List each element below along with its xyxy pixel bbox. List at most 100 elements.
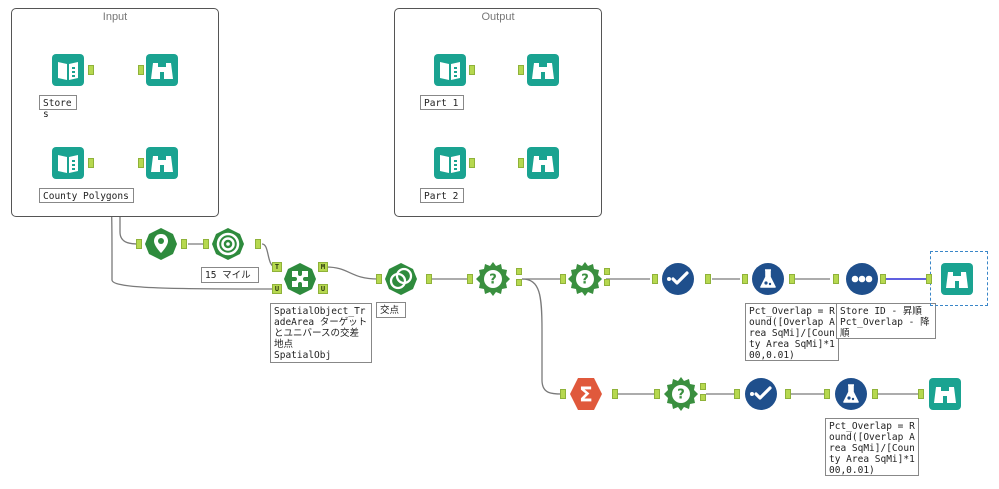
output-anchor[interactable]	[469, 65, 475, 75]
input-anchor[interactable]	[824, 389, 830, 399]
binoculars-icon	[941, 263, 973, 295]
input-container-title: Input	[102, 11, 128, 23]
target-anchor[interactable]: T	[272, 262, 282, 272]
browse-tool-stores[interactable]	[145, 53, 179, 87]
input-anchor[interactable]	[734, 389, 740, 399]
input-anchor[interactable]	[833, 274, 839, 284]
select-tool-1[interactable]	[661, 262, 695, 296]
output-anchor[interactable]	[785, 389, 791, 399]
output-anchor[interactable]	[255, 239, 261, 249]
input-tool-county-polygons[interactable]	[51, 146, 85, 180]
matched-anchor[interactable]: M	[318, 262, 328, 272]
annotation-county-polygons: County Polygons	[39, 188, 134, 203]
input-anchor[interactable]	[654, 389, 660, 399]
output-anchor[interactable]	[705, 274, 711, 284]
select-tool-2[interactable]	[744, 377, 778, 411]
annotation-part1: Part 1	[420, 95, 464, 110]
binoculars-icon	[146, 147, 178, 179]
input-anchor[interactable]	[518, 65, 524, 75]
annotation-intersect: 交点	[376, 302, 406, 318]
input-anchor[interactable]	[652, 274, 658, 284]
universe-anchor[interactable]: U	[272, 284, 282, 294]
false-output-anchor[interactable]	[700, 394, 706, 401]
sort-tool[interactable]	[845, 262, 879, 296]
binoculars-icon	[527, 54, 559, 86]
true-output-anchor[interactable]	[700, 383, 706, 390]
false-output-anchor[interactable]	[516, 279, 522, 286]
svg-text:Σ: Σ	[579, 383, 593, 407]
input-tool-part1[interactable]	[433, 53, 467, 87]
puzzle-icon	[284, 263, 316, 295]
buffer-tool[interactable]	[211, 227, 245, 261]
book-icon	[434, 147, 466, 179]
book-icon	[434, 54, 466, 86]
output-anchor[interactable]	[88, 158, 94, 168]
input-anchor[interactable]	[560, 274, 566, 284]
input-anchor[interactable]	[560, 389, 566, 399]
output-anchor[interactable]	[426, 274, 432, 284]
question-icon: ?	[664, 377, 698, 411]
output-container[interactable]: Output	[394, 8, 602, 217]
flask-icon	[752, 263, 784, 295]
annotation-formula-bottom: Pct_Overlap = Round([Overlap Area SqMi]/…	[825, 418, 919, 476]
flask-icon	[835, 378, 867, 410]
formula-tool-1[interactable]	[751, 262, 785, 296]
input-anchor[interactable]	[742, 274, 748, 284]
output-anchor[interactable]	[612, 389, 618, 399]
browse-tool-county[interactable]	[145, 146, 179, 180]
binoculars-icon	[527, 147, 559, 179]
input-container[interactable]: Input	[11, 8, 219, 217]
spatial-match-tool[interactable]	[283, 262, 317, 296]
intersect-tool[interactable]	[384, 262, 418, 296]
connection-spatial-to-intersect	[325, 266, 379, 280]
output-anchor[interactable]	[880, 274, 886, 284]
input-anchor[interactable]	[203, 239, 209, 249]
filter-tool-1[interactable]: ?	[476, 262, 510, 296]
browse-tool-final[interactable]	[940, 262, 974, 296]
input-tool-part2[interactable]	[433, 146, 467, 180]
input-anchor[interactable]	[136, 239, 142, 249]
book-icon	[52, 54, 84, 86]
browse-tool-part1[interactable]	[526, 53, 560, 87]
summarize-tool[interactable]: Σ	[569, 377, 603, 411]
connection-filter1-to-summarize	[521, 278, 563, 395]
input-tool-stores[interactable]	[51, 53, 85, 87]
svg-text:?: ?	[489, 273, 497, 288]
true-output-anchor[interactable]	[604, 268, 610, 275]
formula-tool-2[interactable]	[834, 377, 868, 411]
output-anchor[interactable]	[181, 239, 187, 249]
annotation-part2: Part 2	[420, 188, 464, 203]
input-anchor[interactable]	[138, 65, 144, 75]
browse-tool-bottom[interactable]	[928, 377, 962, 411]
false-output-anchor[interactable]	[604, 279, 610, 286]
true-output-anchor[interactable]	[516, 268, 522, 275]
target-icon	[212, 228, 244, 260]
unmatched-anchor[interactable]: U	[318, 284, 328, 294]
output-anchor[interactable]	[789, 274, 795, 284]
binoculars-icon	[929, 378, 961, 410]
map-pin-icon	[145, 228, 177, 260]
browse-tool-part2[interactable]	[526, 146, 560, 180]
input-anchor[interactable]	[138, 158, 144, 168]
filter-tool-2[interactable]: ?	[568, 262, 602, 296]
question-icon: ?	[568, 262, 602, 296]
annotation-spatial-match: SpatialObject_TradeArea ターゲットとユニバースの交差地点…	[270, 303, 372, 363]
annotation-buffer: 15 マイル	[201, 267, 259, 283]
check-icon	[662, 263, 694, 295]
input-anchor[interactable]	[926, 274, 932, 284]
binoculars-icon	[146, 54, 178, 86]
check-icon	[745, 378, 777, 410]
output-container-title: Output	[481, 11, 515, 23]
filter-tool-3[interactable]: ?	[664, 377, 698, 411]
create-points-tool[interactable]	[144, 227, 178, 261]
output-anchor[interactable]	[88, 65, 94, 75]
output-anchor[interactable]	[872, 389, 878, 399]
overlap-icon	[385, 263, 417, 295]
svg-text:?: ?	[581, 273, 589, 288]
output-anchor[interactable]	[469, 158, 475, 168]
input-anchor[interactable]	[518, 158, 524, 168]
svg-text:?: ?	[677, 388, 685, 403]
input-anchor[interactable]	[376, 274, 382, 284]
input-anchor[interactable]	[467, 274, 473, 284]
input-anchor[interactable]	[918, 389, 924, 399]
